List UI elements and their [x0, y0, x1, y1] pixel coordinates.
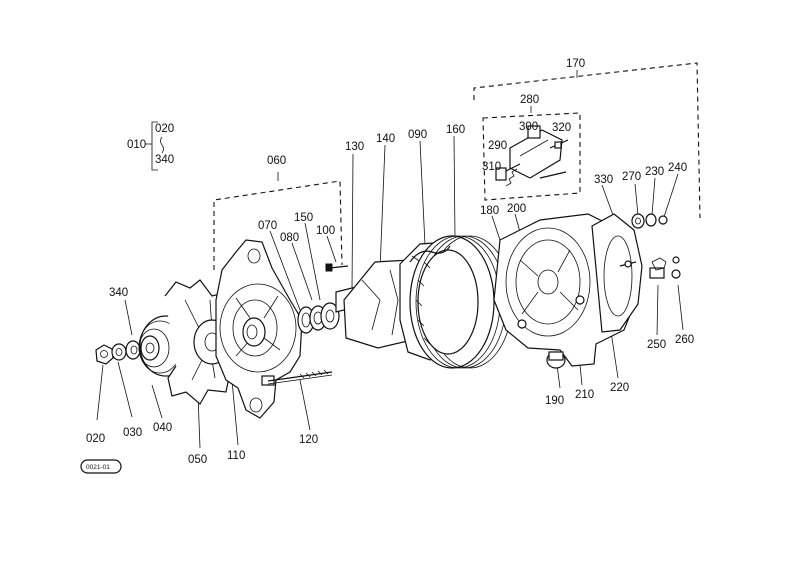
label-040: 040 [153, 422, 172, 434]
label-150: 150 [294, 212, 313, 224]
label-020-top: 020 [155, 123, 174, 135]
group-bracket-280 [482, 106, 581, 201]
stator-160 [409, 235, 513, 369]
label-280: 280 [520, 94, 539, 106]
label-330: 330 [594, 174, 613, 186]
front-bracket-110 [215, 239, 303, 419]
figure-id-badge: 0021-01 [80, 459, 122, 474]
label-070: 070 [258, 220, 277, 232]
label-320: 320 [552, 122, 571, 134]
group-bracket-170 [473, 62, 701, 219]
nut-260 [671, 256, 681, 279]
label-340-top: 340 [155, 154, 174, 166]
label-200: 200 [507, 203, 526, 215]
washer-030 [111, 343, 127, 361]
label-140: 140 [376, 133, 395, 145]
label-340: 340 [109, 287, 128, 299]
label-030: 030 [123, 427, 142, 439]
part-labels: 010 020 340 060 070 080 150 100 130 140 … [86, 58, 694, 466]
label-010: 010 [127, 139, 146, 151]
label-060: 060 [267, 155, 286, 167]
spring-310 [505, 168, 567, 187]
label-180: 180 [480, 205, 499, 217]
label-210: 210 [575, 389, 594, 401]
label-310: 310 [482, 161, 501, 173]
terminal-330 [619, 260, 637, 268]
nut-240 [658, 215, 668, 225]
screw-320 [549, 139, 569, 149]
terminal-bolt-250 [649, 257, 667, 279]
label-290: 290 [488, 140, 507, 152]
label-110: 110 [227, 450, 245, 462]
label-270: 270 [622, 171, 641, 183]
label-130: 130 [345, 141, 364, 153]
brush-290 [495, 163, 521, 181]
label-050: 050 [188, 454, 207, 466]
label-090: 090 [408, 129, 427, 141]
label-100: 100 [316, 225, 335, 237]
label-120: 120 [299, 434, 318, 446]
washer-230 [645, 213, 657, 227]
label-160: 160 [446, 124, 465, 136]
figure-id-text: 0021-01 [86, 464, 110, 471]
rear-cover-220 [591, 213, 643, 333]
brush-holder-300 [509, 125, 563, 179]
label-230: 230 [645, 166, 664, 178]
nut-270 [631, 213, 645, 229]
label-250: 250 [647, 339, 666, 351]
nut-020 [95, 344, 114, 365]
label-240: 240 [668, 162, 687, 174]
label-020: 020 [86, 433, 105, 445]
bolt-120 [267, 369, 333, 385]
label-080: 080 [280, 232, 299, 244]
label-260: 260 [675, 334, 694, 346]
screw-100 [325, 263, 349, 272]
retainer-150 [320, 302, 340, 330]
bushing-190 [546, 351, 566, 369]
label-300: 300 [519, 121, 538, 133]
label-220: 220 [610, 382, 629, 394]
coil-090 [409, 245, 451, 263]
label-190: 190 [545, 395, 564, 407]
label-170: 170 [566, 58, 585, 70]
group-bracket-010 [145, 121, 164, 171]
collar-340 [125, 340, 141, 360]
group-bracket-060 [213, 172, 343, 270]
